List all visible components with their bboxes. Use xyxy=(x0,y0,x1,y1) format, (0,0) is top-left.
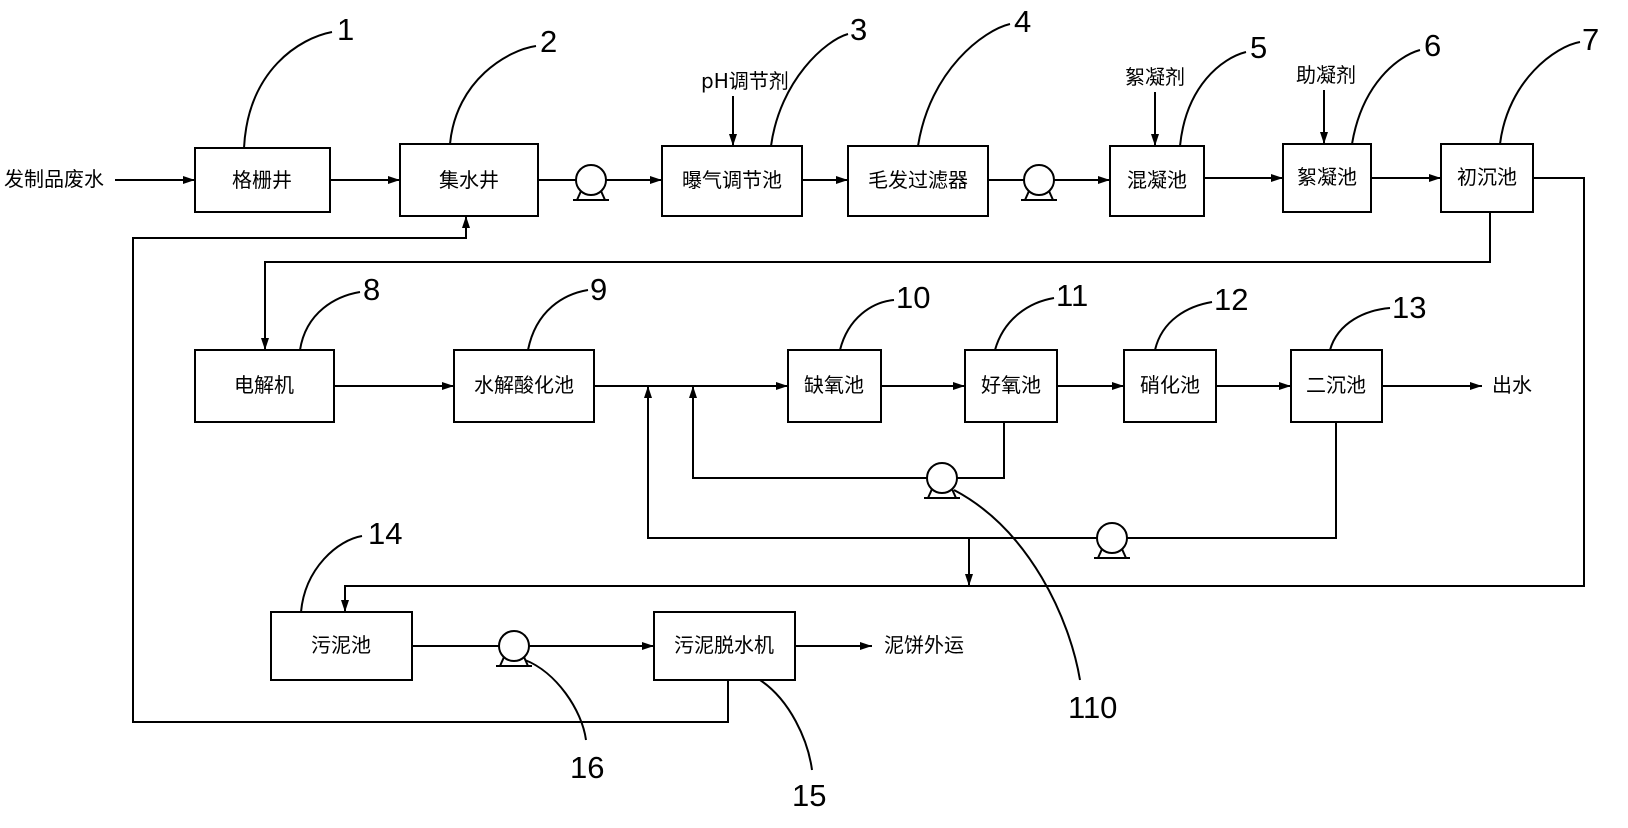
unit-10-anoxic-tank: 缺氧池 xyxy=(787,349,882,423)
unit-4-hair-filter: 毛发过滤器 xyxy=(847,145,989,217)
leader-line xyxy=(1179,51,1247,147)
flow-arrow xyxy=(261,212,1491,350)
ref-number: 13 xyxy=(1392,290,1426,325)
leader-line xyxy=(839,299,895,351)
unit-12-nitrification-tank: 硝化池 xyxy=(1123,349,1217,423)
ref-number: 7 xyxy=(1582,22,1599,57)
unit-10-label: 缺氧池 xyxy=(804,373,864,397)
leader-line xyxy=(917,23,1011,147)
unit-6-label: 絮凝池 xyxy=(1297,165,1357,189)
leader-line xyxy=(1329,307,1391,351)
inlet-label: 发制品废水 xyxy=(4,167,104,191)
unit-11-aerobic-tank: 好氧池 xyxy=(964,349,1058,423)
pump-icon xyxy=(924,462,960,499)
leader-line xyxy=(770,33,849,147)
ref-number: 14 xyxy=(368,516,402,551)
ref-number: 3 xyxy=(850,12,867,47)
unit-1-label: 格栅井 xyxy=(232,168,292,192)
unit-8-label: 电解机 xyxy=(234,373,294,397)
unit-8-electrolyzer: 电解机 xyxy=(194,349,335,423)
leader-line xyxy=(449,45,537,145)
leader-line xyxy=(524,659,587,741)
leader-line xyxy=(1351,49,1421,145)
leader-line xyxy=(243,31,333,149)
unit-13-label: 二沉池 xyxy=(1306,373,1366,397)
unit-3-label: 曝气调节池 xyxy=(682,168,782,192)
unit-12-label: 硝化池 xyxy=(1140,373,1200,397)
ref-number: 6 xyxy=(1424,28,1441,63)
unit-4-label: 毛发过滤器 xyxy=(868,168,968,192)
leader-line xyxy=(994,297,1055,351)
ref-number: 9 xyxy=(590,272,607,307)
ref-number: 16 xyxy=(570,750,604,785)
ph-agent-label: pH调节剂 xyxy=(701,69,789,93)
leader-line xyxy=(1499,41,1581,145)
sludge-line xyxy=(341,177,1585,612)
ref-number: 110 xyxy=(1068,690,1117,725)
unit-15-label: 污泥脱水机 xyxy=(674,633,774,657)
ref-number: 12 xyxy=(1214,282,1248,317)
unit-5-label: 混凝池 xyxy=(1127,168,1187,192)
unit-14-label: 污泥池 xyxy=(311,633,371,657)
coagulant-aid-label: 助凝剂 xyxy=(1296,63,1356,87)
pump-icon xyxy=(1021,164,1057,201)
ref-number: 1 xyxy=(337,12,354,47)
filtrate-return-line xyxy=(132,216,729,723)
leader-line xyxy=(759,679,813,771)
leader-line xyxy=(527,289,589,351)
recycle-line xyxy=(957,422,1005,479)
ref-number: 4 xyxy=(1014,4,1031,39)
unit-1-grate-well: 格栅井 xyxy=(194,147,331,213)
leader-line xyxy=(1154,301,1213,351)
unit-5-coagulation-tank: 混凝池 xyxy=(1109,145,1205,217)
ref-number: 8 xyxy=(363,272,380,307)
pump-icon xyxy=(573,164,609,201)
return-sludge-arrow xyxy=(644,386,1097,539)
unit-13-secondary-sedimentation-tank: 二沉池 xyxy=(1290,349,1383,423)
ref-number: 10 xyxy=(896,280,930,315)
unit-3-aeration-equalization-tank: 曝气调节池 xyxy=(661,145,803,217)
leader-line xyxy=(299,291,361,351)
sludge-cake-label: 泥饼外运 xyxy=(884,633,964,657)
unit-2-label: 集水井 xyxy=(439,168,499,192)
outlet-label: 出水 xyxy=(1492,373,1532,397)
unit-9-label: 水解酸化池 xyxy=(474,373,574,397)
ref-number: 2 xyxy=(540,24,557,59)
ref-number: 5 xyxy=(1250,30,1267,65)
ref-number: 15 xyxy=(792,778,826,813)
unit-2-collection-well: 集水井 xyxy=(399,143,539,217)
unit-9-hydrolysis-acidification-tank: 水解酸化池 xyxy=(453,349,595,423)
unit-7-label: 初沉池 xyxy=(1457,165,1517,189)
pump-icon xyxy=(1094,522,1130,559)
ref-number: 11 xyxy=(1056,278,1088,313)
leader-line xyxy=(300,535,363,613)
unit-6-flocculation-tank: 絮凝池 xyxy=(1282,143,1372,213)
unit-11-label: 好氧池 xyxy=(981,373,1041,397)
leader-line xyxy=(953,489,1081,681)
return-sludge-line xyxy=(1127,422,1337,539)
flocculant-label: 絮凝剂 xyxy=(1125,65,1185,89)
unit-14-sludge-tank: 污泥池 xyxy=(270,611,413,681)
unit-7-primary-sedimentation-tank: 初沉池 xyxy=(1440,143,1534,213)
unit-15-sludge-dewatering-machine: 污泥脱水机 xyxy=(653,611,796,681)
recycle-arrow xyxy=(689,386,927,479)
